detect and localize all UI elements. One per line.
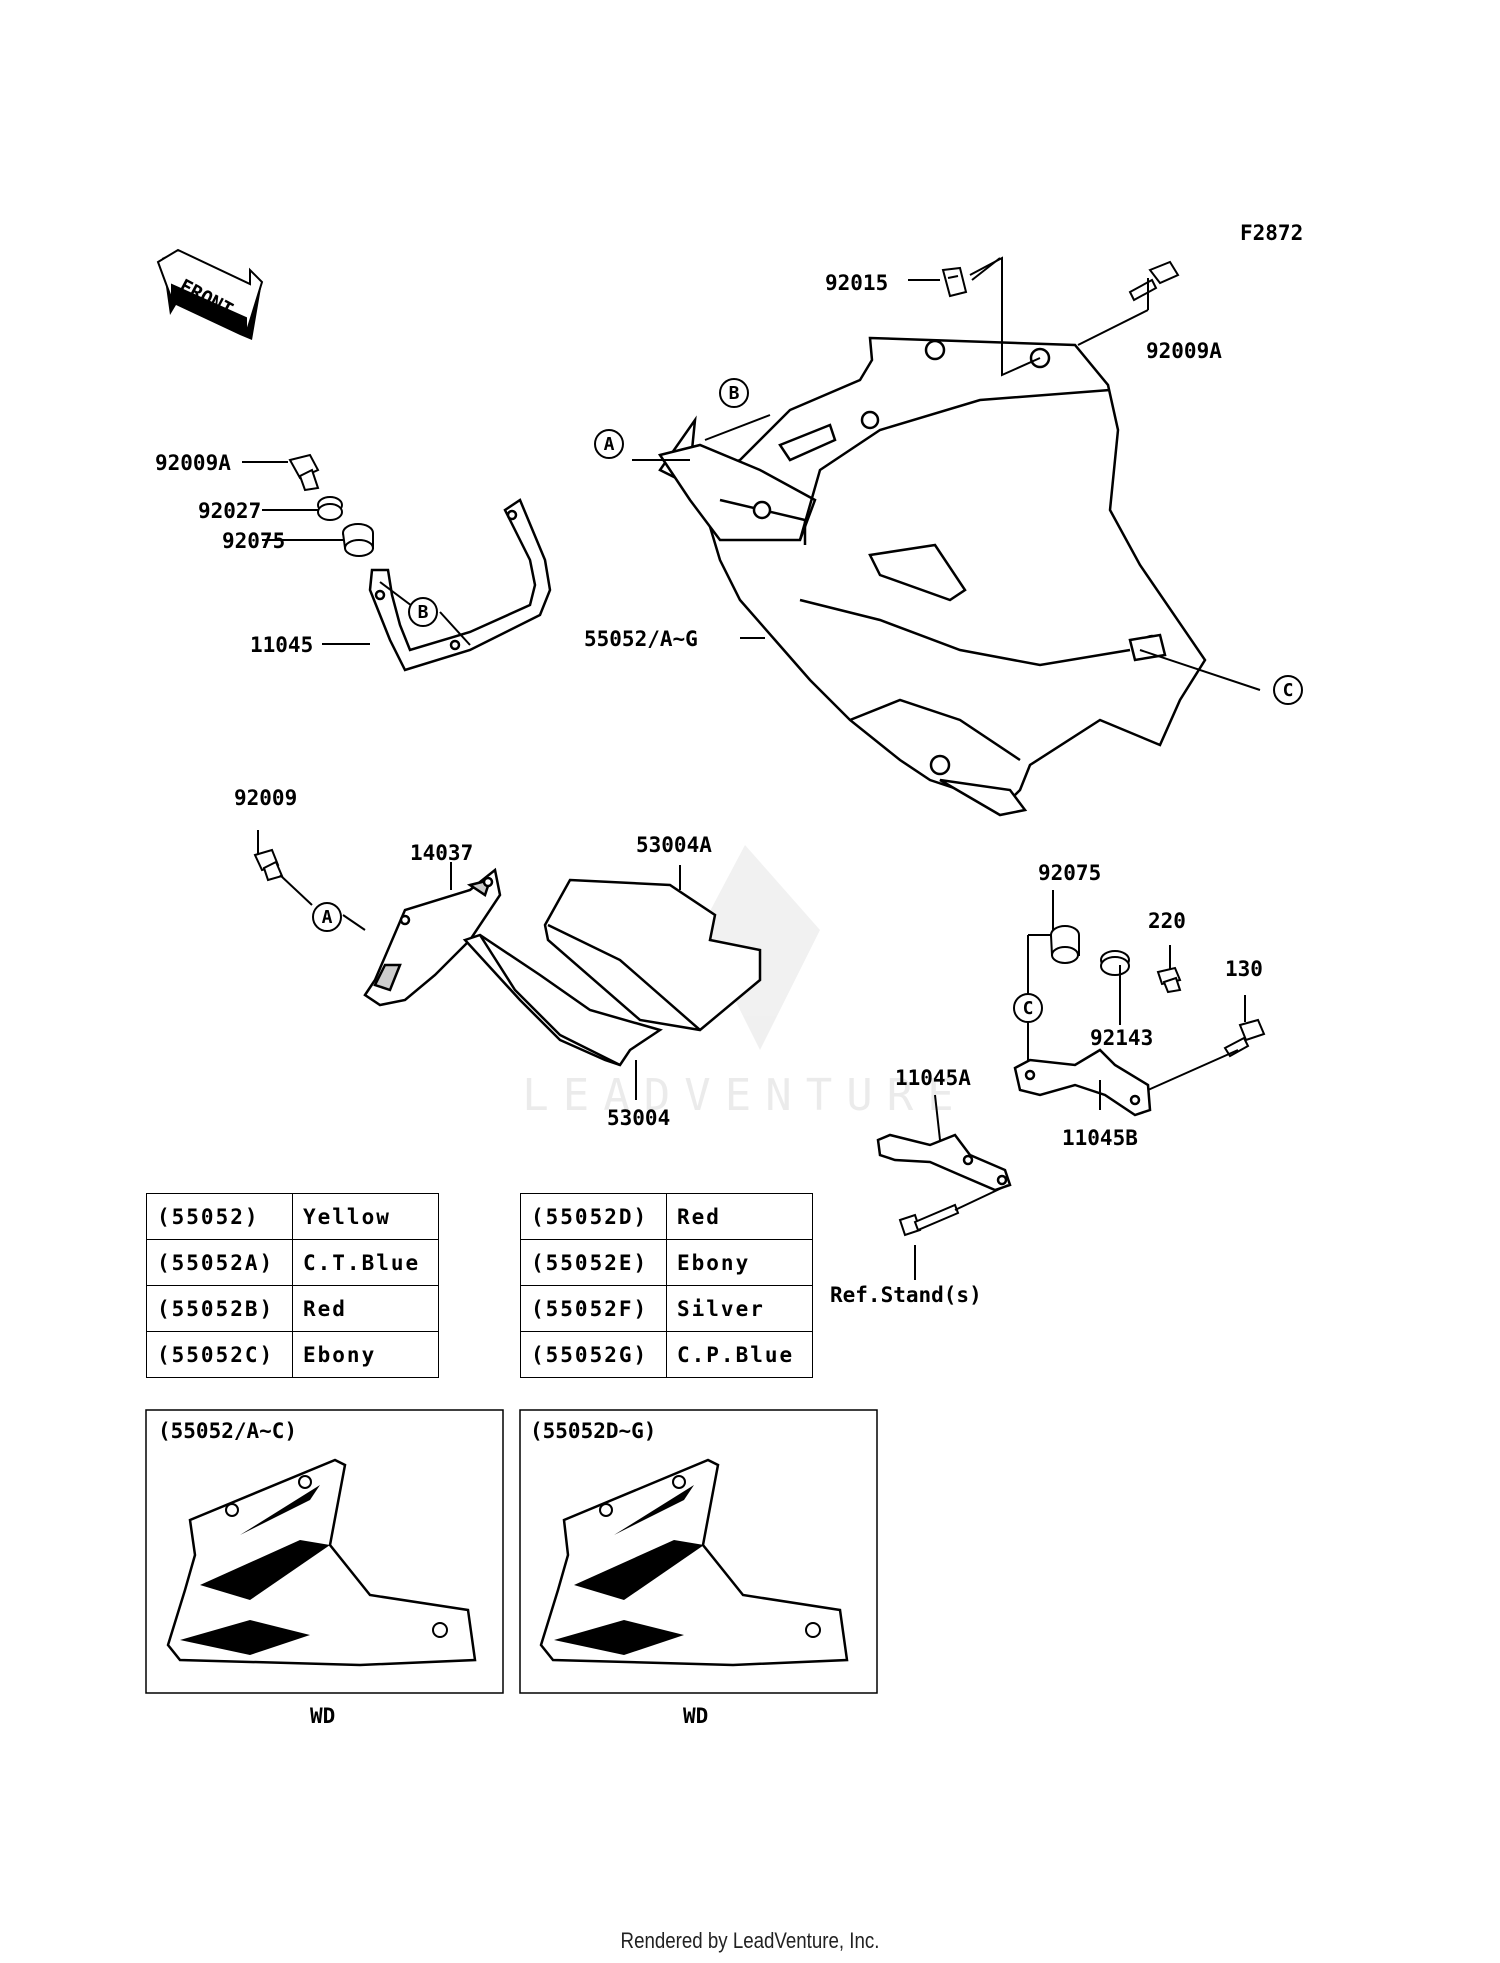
table-cell-code: (55052D) [520, 1193, 667, 1240]
table-cell-color: C.P.Blue [666, 1331, 813, 1378]
clip-92015 [941, 266, 968, 298]
label-92015: 92015 [825, 271, 888, 295]
label-92009A-left: 92009A [155, 451, 231, 475]
table-cell-color: Yellow [292, 1193, 439, 1240]
callout-a-cowling: A [604, 434, 615, 455]
table-cell-code: (55052A) [146, 1239, 293, 1286]
table-cell-code: (55052C) [146, 1331, 293, 1378]
variant-box-d-g-caption: WD [683, 1704, 708, 1728]
label-ref-stand: Ref.Stand(s) [830, 1283, 982, 1307]
table-cell-color: Silver [666, 1285, 813, 1332]
table-cell-code: (55052G) [520, 1331, 667, 1378]
label-11045B: 11045B [1062, 1126, 1138, 1150]
color-table-right: (55052D)Red (55052E)Ebony (55052F)Silver… [520, 1193, 813, 1378]
table-row: (55052F)Silver [520, 1285, 813, 1332]
variant-box-d-g: (55052D~G) WD [519, 1409, 878, 1728]
table-cell-color: C.T.Blue [292, 1239, 439, 1286]
label-55052: 55052/A~G [584, 627, 698, 651]
color-table-left: (55052)Yellow (55052A)C.T.Blue (55052B)R… [146, 1193, 439, 1378]
label-14037: 14037 [410, 841, 473, 865]
table-row: (55052A)C.T.Blue [146, 1239, 439, 1286]
label-130: 130 [1225, 957, 1263, 981]
screw-220 [1156, 966, 1182, 994]
label-53004: 53004 [607, 1106, 670, 1130]
table-cell-code: (55052F) [520, 1285, 667, 1332]
label-92075-left: 92075 [222, 529, 285, 553]
variant-box-d-g-title: (55052D~G) [530, 1419, 656, 1443]
table-row: (55052G)C.P.Blue [520, 1331, 813, 1378]
table-row: (55052B)Red [146, 1285, 439, 1332]
label-11045: 11045 [250, 633, 313, 657]
front-arrow-icon: FRONT [156, 248, 264, 340]
table-cell-color: Red [666, 1193, 813, 1240]
label-53004A: 53004A [636, 833, 712, 857]
plate-14037 [363, 867, 502, 1007]
table-cell-code: (55052E) [520, 1239, 667, 1286]
watermark-text: LEADVENTURE [522, 1070, 967, 1121]
label-92075-right: 92075 [1038, 861, 1101, 885]
callout-b-cowling: B [729, 383, 740, 404]
label-92009A-top: 92009A [1146, 339, 1222, 363]
washer-92143 [1100, 950, 1130, 976]
table-cell-color: Ebony [666, 1239, 813, 1286]
callout-c-bracket: C [1023, 998, 1034, 1019]
footer-credit: Rendered by LeadVenture, Inc. [620, 1928, 880, 1953]
bolt-130 [1223, 1018, 1266, 1058]
bolt-92009A-left [288, 453, 320, 492]
label-92027: 92027 [198, 499, 261, 523]
bolt-ref-stand [898, 1203, 960, 1237]
variant-box-a-c-title: (55052/A~C) [158, 1419, 297, 1443]
table-cell-code: (55052) [146, 1193, 293, 1240]
bracket-11045 [368, 498, 552, 672]
table-cell-code: (55052B) [146, 1285, 293, 1332]
grommet-92075-right [1050, 925, 1080, 964]
table-cell-color: Ebony [292, 1331, 439, 1378]
watermark: LEADVENTURE [522, 845, 967, 1121]
collar-92027 [317, 496, 343, 521]
label-220: 220 [1148, 909, 1186, 933]
callout-c-cowling: C [1283, 680, 1294, 701]
lower-cowling-55052 [657, 336, 1207, 817]
label-11045A: 11045A [895, 1066, 971, 1090]
diagram-code: F2872 [1240, 221, 1303, 245]
bracket-11045B [1013, 1048, 1152, 1117]
grommet-92075-left [342, 523, 374, 557]
label-92143: 92143 [1090, 1026, 1153, 1050]
table-row: (55052D)Red [520, 1193, 813, 1240]
bolt-92009A-top [1128, 260, 1180, 302]
bolt-92009 [253, 848, 284, 882]
callouts [312, 378, 1303, 1023]
variant-box-a-c: (55052/A~C) WD [145, 1409, 504, 1728]
label-92009: 92009 [234, 786, 297, 810]
variant-box-a-c-caption: WD [310, 1704, 335, 1728]
panel-53004A [543, 878, 762, 1032]
table-row: (55052E)Ebony [520, 1239, 813, 1286]
table-cell-color: Red [292, 1285, 439, 1332]
table-row: (55052)Yellow [146, 1193, 439, 1240]
callout-b-bracket: B [418, 602, 429, 623]
panel-53004 [462, 933, 663, 1067]
bracket-11045A [876, 1133, 1012, 1192]
table-row: (55052C)Ebony [146, 1331, 439, 1378]
callout-a-plate: A [322, 907, 333, 928]
